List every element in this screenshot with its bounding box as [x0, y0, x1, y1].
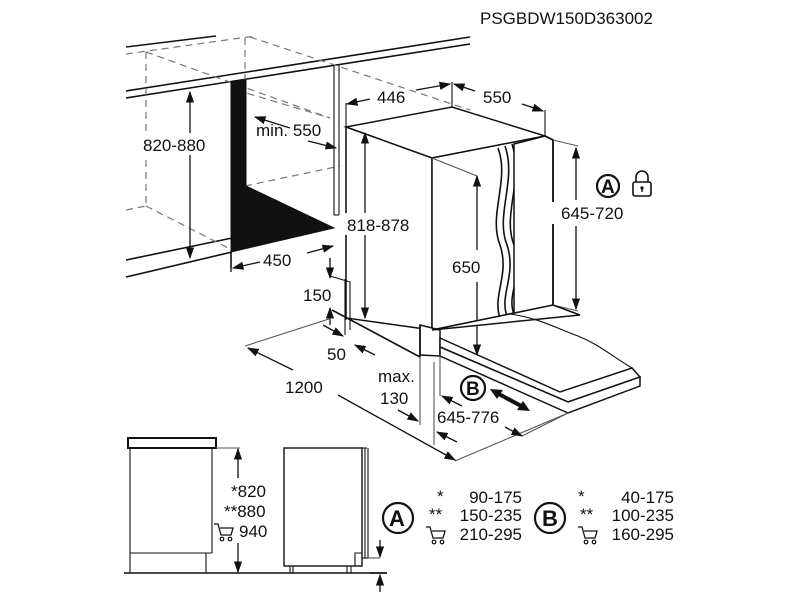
shopping-cart-icon	[426, 526, 446, 545]
side-height-star-label: *820	[231, 482, 266, 501]
side-height-cart-label: 940	[239, 522, 267, 541]
legend-b-marker-2: **	[580, 505, 594, 524]
niche-side-panel	[230, 79, 336, 272]
niche-depth-label: min. 550	[256, 121, 321, 140]
plinth-board	[431, 304, 642, 414]
legend-b-marker-1: *	[578, 487, 585, 506]
double-arrow-icon	[490, 389, 530, 411]
appliance-width-label: 446	[377, 88, 405, 107]
lock-icon	[632, 170, 652, 197]
niche-width-label: 450	[263, 251, 291, 270]
side-view-appliance	[283, 447, 380, 573]
badge-b: B	[459, 374, 487, 402]
total-length-label: 1200	[285, 378, 323, 397]
legend-a-letter: A	[389, 506, 405, 531]
legend-b-value-3: 160-295	[612, 525, 674, 544]
max-value-label: 130	[380, 389, 408, 408]
plinth-offset-label: 50	[327, 345, 346, 364]
legend-a-value-3: 210-295	[460, 525, 522, 544]
max-label: max.	[378, 367, 415, 386]
niche-height-label: 820-880	[143, 136, 205, 155]
badge-a: A	[595, 173, 621, 199]
legend-a-value-2: 150-235	[460, 506, 522, 525]
plinth-range-label: 645-776	[437, 408, 499, 427]
side-view-cabinet	[127, 437, 240, 573]
legend-b: B * 40-175 ** 100-235 160-295	[533, 487, 674, 545]
legend-b-value-1: 40-175	[621, 488, 674, 507]
shopping-cart-icon	[578, 526, 598, 545]
legend-a: A * 90-175 ** 150-235 210-295	[381, 487, 522, 545]
door-panel-height-label: 645-720	[561, 204, 623, 223]
floor-lines	[125, 205, 233, 278]
appliance-height-label: 818-878	[347, 216, 409, 235]
legend-a-marker-1: *	[437, 487, 444, 506]
appliance-depth-label: 550	[483, 88, 511, 107]
side-height-double-star-label: **880	[224, 502, 266, 521]
shopping-cart-icon	[214, 523, 234, 542]
legend-b-value-2: 100-235	[612, 506, 674, 525]
product-code: PSGBDW150D363002	[480, 9, 653, 28]
badge-b-letter: B	[466, 379, 480, 400]
cabinet-wall	[333, 64, 340, 216]
legend-a-value-1: 90-175	[469, 488, 522, 507]
badge-a-letter: A	[601, 177, 615, 198]
legend-b-letter: B	[542, 506, 558, 531]
legend-a-marker-2: **	[429, 505, 443, 524]
door-height-label: 650	[452, 258, 480, 277]
plinth-height-label: 150	[303, 286, 331, 305]
